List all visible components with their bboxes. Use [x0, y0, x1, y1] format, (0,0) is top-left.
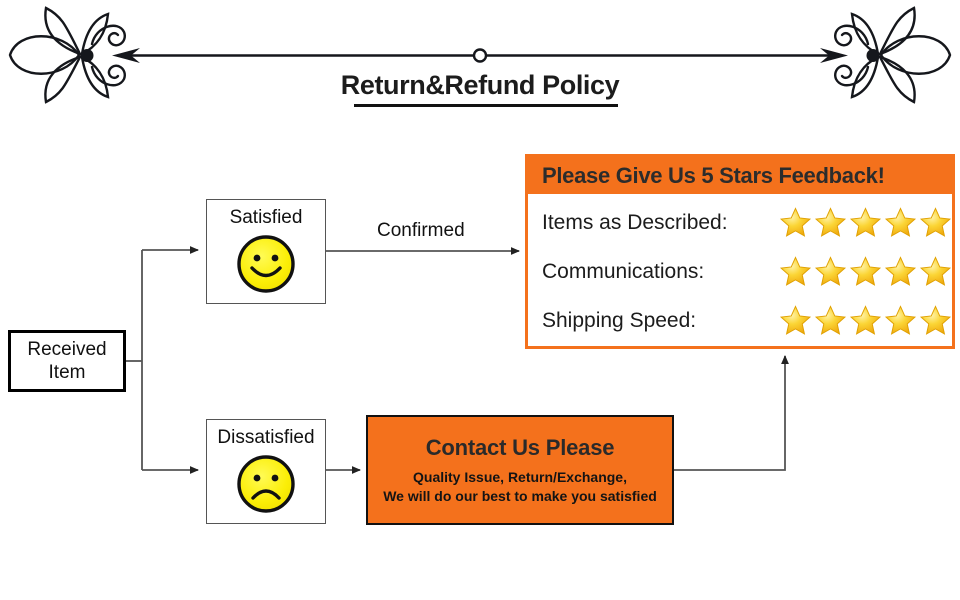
feedback-panel: Please Give Us 5 Stars Feedback! Items a…: [525, 154, 955, 349]
feedback-row-label: Shipping Speed:: [542, 308, 697, 332]
contact-us-panel[interactable]: Contact Us Please Quality Issue, Return/…: [366, 415, 674, 525]
frowning-face-icon: [237, 455, 295, 513]
page-header: Return&Refund Policy: [0, 0, 960, 130]
rating-stars-items-as-described[interactable]: [779, 206, 952, 239]
contact-us-title: Contact Us Please: [425, 434, 615, 460]
star-icon[interactable]: [814, 255, 847, 288]
star-icon[interactable]: [849, 255, 882, 288]
node-dissatisfied-label: Dissatisfied: [217, 427, 315, 448]
node-satisfied-label: Satisfied: [229, 207, 303, 228]
star-icon[interactable]: [779, 255, 812, 288]
rating-stars-shipping-speed[interactable]: [779, 304, 952, 337]
star-icon[interactable]: [849, 304, 882, 337]
star-icon[interactable]: [919, 255, 952, 288]
feedback-row-label: Items as Described:: [542, 210, 728, 234]
star-icon[interactable]: [919, 304, 952, 337]
contact-us-line-1: Quality Issue, Return/Exchange,: [413, 468, 627, 485]
star-icon[interactable]: [884, 304, 917, 337]
rating-stars-communications[interactable]: [779, 255, 952, 288]
feedback-row: Shipping Speed:: [528, 296, 952, 345]
header-divider-rule: [112, 48, 848, 63]
star-icon[interactable]: [779, 304, 812, 337]
feedback-row-label: Communications:: [542, 259, 705, 283]
feedback-panel-header: Please Give Us 5 Stars Feedback!: [528, 157, 952, 194]
smiling-face-icon: [237, 235, 295, 293]
edge-label-confirmed: Confirmed: [377, 220, 465, 241]
node-satisfied[interactable]: Satisfied: [206, 199, 326, 304]
edge-contact-to-feedback: [674, 355, 789, 471]
received-item-line2: Item: [48, 362, 86, 383]
title-underline: [354, 104, 618, 107]
node-received-item-label: Received Item: [27, 338, 106, 384]
node-received-item[interactable]: Received Item: [8, 330, 126, 392]
node-dissatisfied[interactable]: Dissatisfied: [206, 419, 326, 524]
star-icon[interactable]: [849, 206, 882, 239]
feedback-row: Communications:: [528, 247, 952, 296]
feedback-row: Items as Described:: [528, 198, 952, 247]
star-icon[interactable]: [884, 255, 917, 288]
star-icon[interactable]: [814, 304, 847, 337]
star-icon[interactable]: [884, 206, 917, 239]
star-icon[interactable]: [919, 206, 952, 239]
star-icon[interactable]: [814, 206, 847, 239]
fleuron-ornament-left-icon: [8, 6, 126, 104]
feedback-rows: Items as Described: Communications: Ship…: [528, 194, 952, 345]
received-item-line1: Received: [27, 339, 107, 360]
page-title: Return&Refund Policy: [340, 70, 620, 100]
feedback-header-text: Please Give Us 5 Stars Feedback!: [542, 162, 885, 188]
fleuron-ornament-right-icon: [834, 6, 952, 104]
star-icon[interactable]: [779, 206, 812, 239]
contact-us-line-2: We will do our best to make you satisfie…: [383, 487, 657, 504]
